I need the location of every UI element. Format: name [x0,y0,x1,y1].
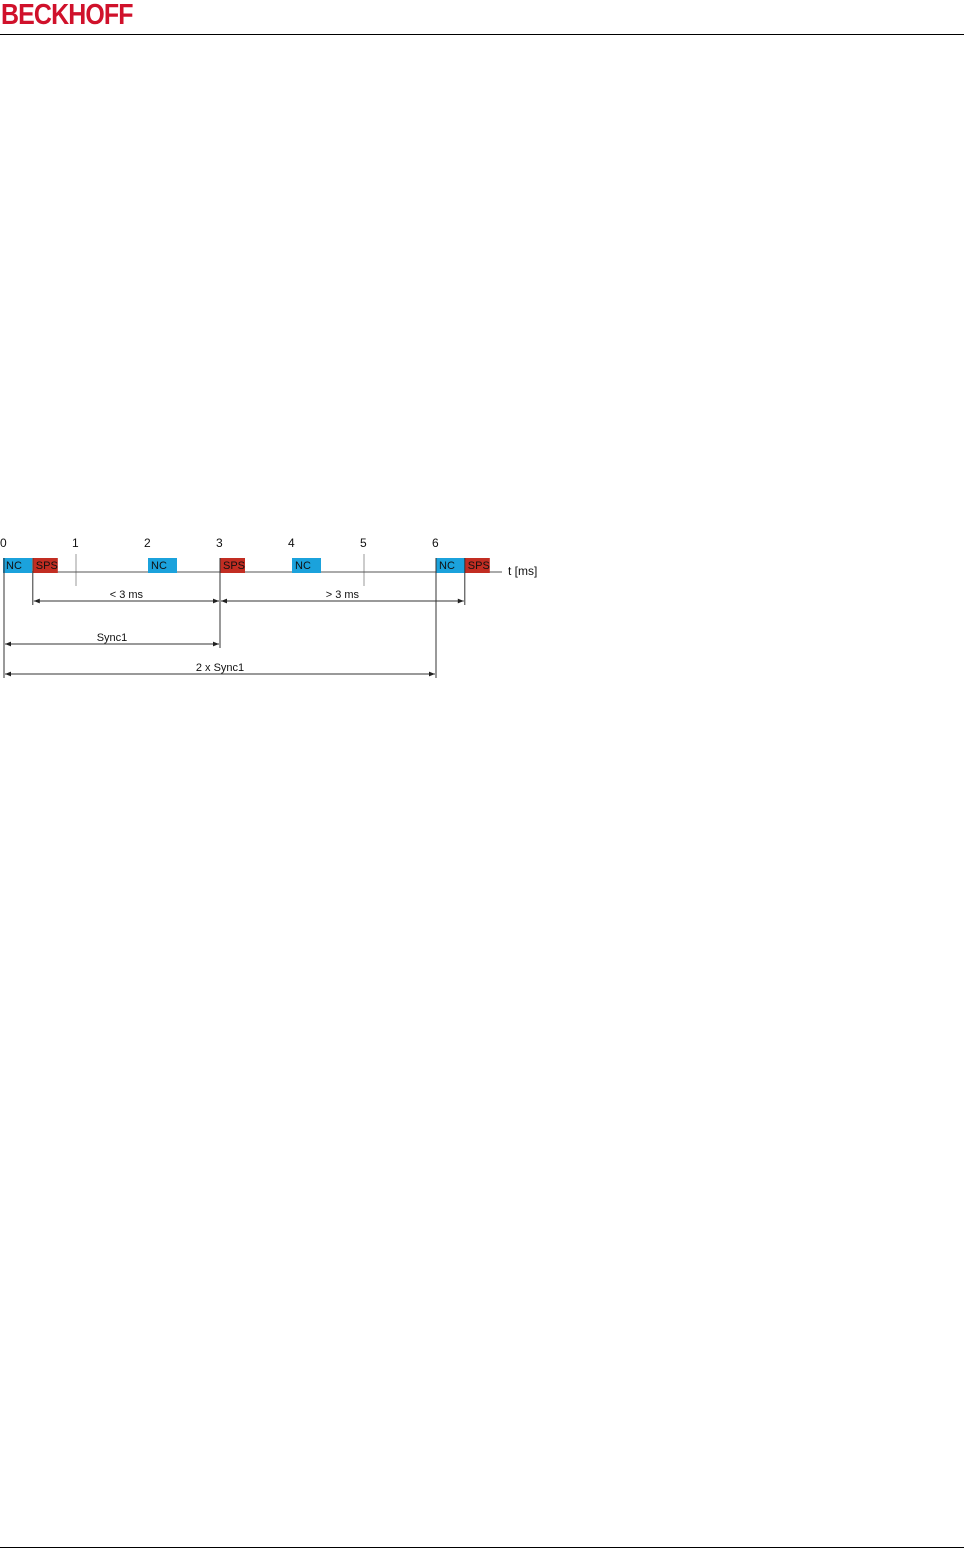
tick-label: 5 [360,536,367,550]
header-divider [0,34,964,35]
dimension-label: Sync1 [97,632,128,644]
nc-block-label: NC [6,560,22,572]
nc-block [292,558,321,573]
tick-label: 1 [72,536,79,550]
axis-label: t [ms] [508,564,537,578]
dimension-label: 2 x Sync1 [196,662,244,674]
timing-diagram: 0 1 2 3 4 5 6 t [ms] NC SPS NC SPS NC NC SPS < 3 ms >… [0,536,537,678]
sps-block-label: SPS [36,560,58,572]
sps-block-label: SPS [468,560,490,572]
beckhoff-logo: BECKHOFF [1,0,134,31]
dimension-label: < 3 ms [110,589,144,601]
tick-label: 4 [288,536,295,550]
tick-label: 0 [0,536,7,550]
nc-block [3,558,32,573]
nc-block-label: NC [151,560,167,572]
sps-block [220,558,245,573]
sps-block [32,558,58,573]
nc-block-label: NC [295,560,311,572]
footer-divider [0,1547,964,1548]
tick-label: 3 [216,536,223,550]
nc-block [436,558,465,573]
dimension-label: > 3 ms [326,589,360,601]
sps-block [464,558,490,573]
nc-block-label: NC [439,560,455,572]
nc-block [148,558,177,573]
tick-label: 2 [144,536,151,550]
tick-label: 6 [432,536,439,550]
sps-block-label: SPS [223,560,245,572]
